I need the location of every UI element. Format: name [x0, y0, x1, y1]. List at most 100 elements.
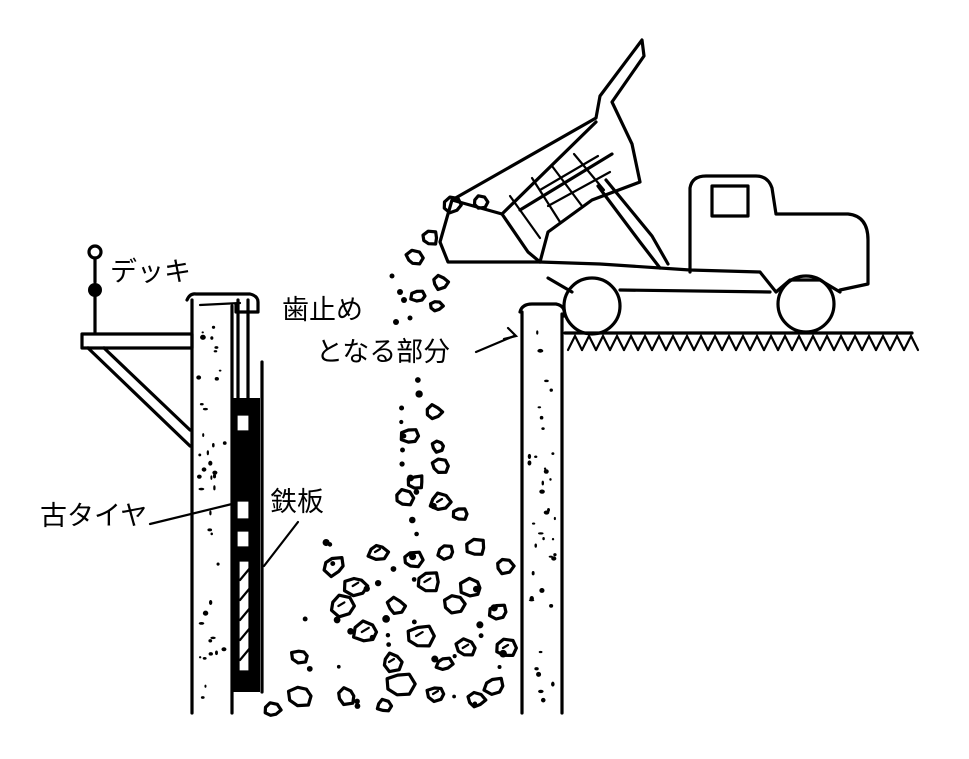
rock — [451, 507, 469, 521]
concrete-speck — [214, 377, 219, 381]
ground-hatch-mark — [902, 333, 920, 352]
ground-hatch-mark — [720, 333, 738, 352]
rock — [442, 594, 467, 615]
debris-speck — [431, 655, 439, 663]
rock — [385, 672, 417, 697]
concrete-speck — [218, 369, 222, 372]
concrete-speck — [536, 671, 542, 677]
debris-speck — [472, 701, 478, 706]
concrete-speck — [202, 407, 208, 411]
debris-speck — [472, 585, 480, 593]
concrete-speck — [212, 473, 217, 479]
concrete-speck — [212, 470, 218, 475]
concrete-speck — [537, 348, 544, 353]
deck-bracket — [80, 332, 194, 448]
ground-hatch-mark — [888, 333, 906, 352]
debris-speck — [397, 289, 403, 295]
rock — [342, 576, 370, 598]
concrete-speck — [208, 460, 213, 466]
rock — [465, 537, 486, 556]
ground-hatch-mark — [608, 333, 626, 352]
debris-speck — [369, 634, 375, 640]
ground-hatch-mark — [776, 333, 794, 352]
concrete-speck — [534, 667, 539, 671]
concrete-speck — [543, 467, 547, 471]
debris-speck — [415, 390, 423, 398]
jack-label: デッキ — [110, 257, 191, 288]
concrete-speck — [542, 537, 545, 541]
concrete-speck — [538, 650, 543, 654]
debris-speck — [382, 615, 390, 623]
concrete-speck — [211, 325, 216, 329]
rock — [403, 550, 425, 569]
concrete-speck — [541, 480, 545, 486]
debris-speck — [499, 649, 507, 658]
rock — [404, 248, 425, 266]
rock — [382, 651, 404, 674]
concrete-speck — [551, 556, 557, 561]
debris-speck — [415, 377, 421, 383]
rock — [434, 656, 455, 671]
concrete-speck — [207, 528, 213, 532]
rock — [442, 195, 463, 215]
ground-hatch-mark — [832, 333, 850, 352]
debris-speck — [399, 419, 404, 425]
ground-hatch-mark — [678, 333, 696, 352]
concrete-speck — [549, 604, 554, 608]
rock — [406, 624, 436, 648]
debris-speck — [399, 461, 405, 467]
concrete-speck — [539, 489, 545, 494]
debris-speck — [478, 633, 484, 639]
rock-detail — [360, 626, 370, 634]
rock — [322, 556, 345, 579]
stopper-label-line1: 歯止め — [282, 295, 363, 326]
rock — [430, 457, 450, 474]
rock — [375, 697, 394, 713]
rock — [329, 593, 356, 619]
right-wall — [518, 302, 566, 715]
rock-detail — [373, 547, 382, 554]
rock — [399, 428, 421, 444]
ground-hatch-mark — [566, 333, 584, 352]
debris-speck — [411, 577, 417, 582]
rock — [425, 403, 445, 421]
concrete-speck — [208, 652, 213, 656]
rock — [472, 194, 490, 210]
concrete-speck — [202, 433, 205, 438]
concrete-speck — [210, 636, 216, 640]
rock — [409, 289, 427, 303]
concrete-speck — [208, 639, 213, 643]
rock — [416, 571, 440, 593]
debris-speck — [363, 585, 370, 592]
concrete-speck — [206, 450, 210, 456]
debris-speck — [476, 621, 484, 629]
concrete-speck — [551, 452, 555, 455]
debris-speck — [393, 319, 399, 325]
old-tire-label: 古タイヤ — [40, 501, 148, 532]
concrete-speck — [540, 697, 546, 703]
concrete-speck — [539, 415, 544, 420]
ground-hatch-mark — [650, 333, 668, 352]
concrete-speck — [213, 350, 218, 353]
debris-speck — [411, 619, 417, 625]
debris-speck — [409, 553, 417, 561]
concrete-speck — [549, 388, 553, 392]
ground-hatch-mark — [594, 333, 612, 352]
rock — [385, 595, 408, 615]
concrete-speck — [200, 696, 205, 699]
rock — [466, 690, 488, 709]
concrete-speck — [198, 656, 202, 659]
debris-speck — [374, 579, 382, 587]
falling-debris — [263, 194, 518, 717]
rock-detail — [351, 581, 360, 588]
rock — [436, 544, 455, 561]
concrete-speck — [198, 487, 205, 491]
debris-speck — [385, 632, 391, 638]
debris-speck — [302, 616, 308, 622]
concrete-speck — [201, 331, 204, 334]
concrete-speck — [539, 587, 545, 593]
rock-detail — [337, 601, 346, 608]
concrete-speck — [543, 469, 549, 474]
ground-hatch-mark — [706, 333, 724, 352]
debris-speck — [354, 703, 361, 709]
